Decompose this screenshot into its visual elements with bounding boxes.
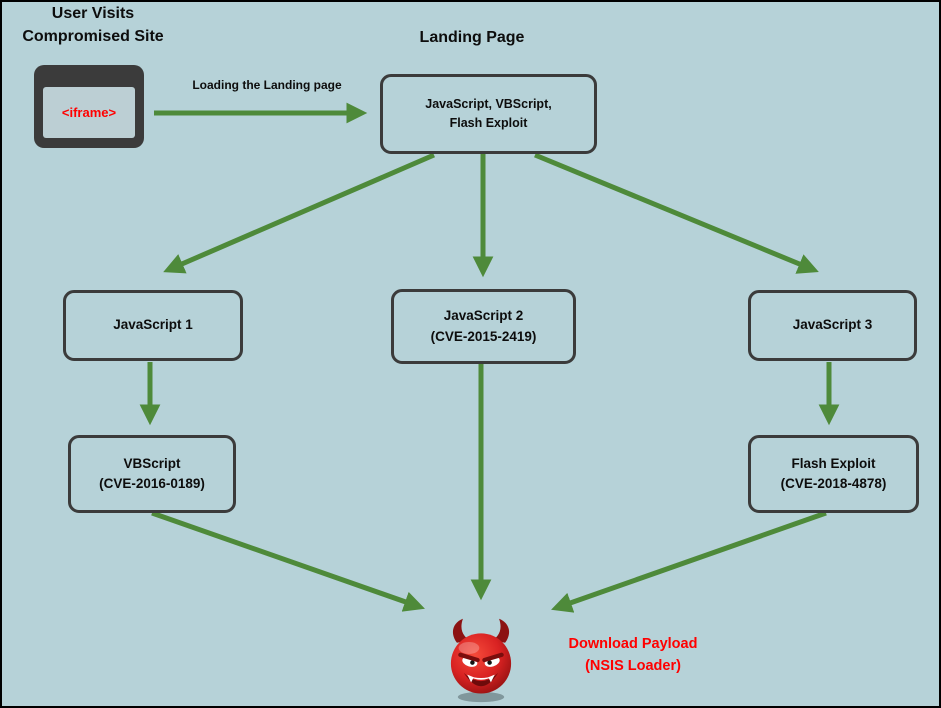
devil-teeth xyxy=(467,675,495,680)
devil-brow-left xyxy=(458,652,480,663)
title-line: User Visits xyxy=(51,5,135,22)
node-label-line: Flash Exploit xyxy=(791,455,876,471)
node-landing-page: JavaScript, VBScript, Flash Exploit xyxy=(380,74,597,154)
edge-landing-to-js3 xyxy=(534,152,819,274)
edge-landing-to-js1 xyxy=(163,152,435,274)
node-label-line: (CVE-2016-0189) xyxy=(99,476,205,491)
node-label-line: (CVE-2015-2419) xyxy=(430,328,537,344)
devil-horn-left xyxy=(452,618,470,643)
node-javascript-1: JavaScript 1 xyxy=(63,290,243,361)
edge-vbscript-to-payload xyxy=(151,510,425,612)
devil-horn-right xyxy=(492,618,510,643)
node-javascript-2: JavaScript 2 (CVE-2015-2419) xyxy=(391,289,576,364)
devil-shadow xyxy=(457,691,505,703)
node-label-line: VBScript xyxy=(123,455,181,471)
title-landing-page: Landing Page xyxy=(419,29,525,46)
iframe-label: <iframe> xyxy=(61,105,117,120)
title-line: Compromised Site xyxy=(22,28,164,46)
edge-flash-to-payload xyxy=(551,510,827,613)
devil-face-icon xyxy=(450,618,512,703)
node-label-line: JavaScript 3 xyxy=(792,317,873,333)
devil-mouth xyxy=(463,672,499,687)
browser-screen: <iframe> xyxy=(43,87,135,138)
devil-brow-right xyxy=(482,652,504,663)
payload-line: (NSIS Loader) xyxy=(585,658,681,675)
node-label-line: JavaScript 2 xyxy=(443,308,524,324)
edge-label-loading-landing-page: Loading the Landing page xyxy=(192,78,342,92)
node-label-line: JavaScript, VBScript, xyxy=(425,97,552,112)
node-vbscript: VBScript (CVE-2016-0189) xyxy=(68,435,236,513)
devil-head xyxy=(450,633,512,694)
browser-window-icon: <iframe> xyxy=(34,65,144,148)
node-label-line: Flash Exploit xyxy=(449,116,528,130)
node-label-line: JavaScript 1 xyxy=(113,317,193,333)
node-label-line: (CVE-2018-4878) xyxy=(780,476,887,491)
devil-pupil-right xyxy=(487,660,492,665)
node-javascript-3: JavaScript 3 xyxy=(748,290,917,361)
download-payload-label: Download Payload (NSIS Loader) xyxy=(547,633,719,678)
payload-line: Download Payload xyxy=(568,636,698,652)
title-user-visits-compromised-site: User Visits Compromised Site xyxy=(2,2,184,48)
node-flash-exploit: Flash Exploit (CVE-2018-4878) xyxy=(748,435,919,513)
devil-highlight xyxy=(458,641,480,654)
devil-pupil-left xyxy=(470,660,475,665)
